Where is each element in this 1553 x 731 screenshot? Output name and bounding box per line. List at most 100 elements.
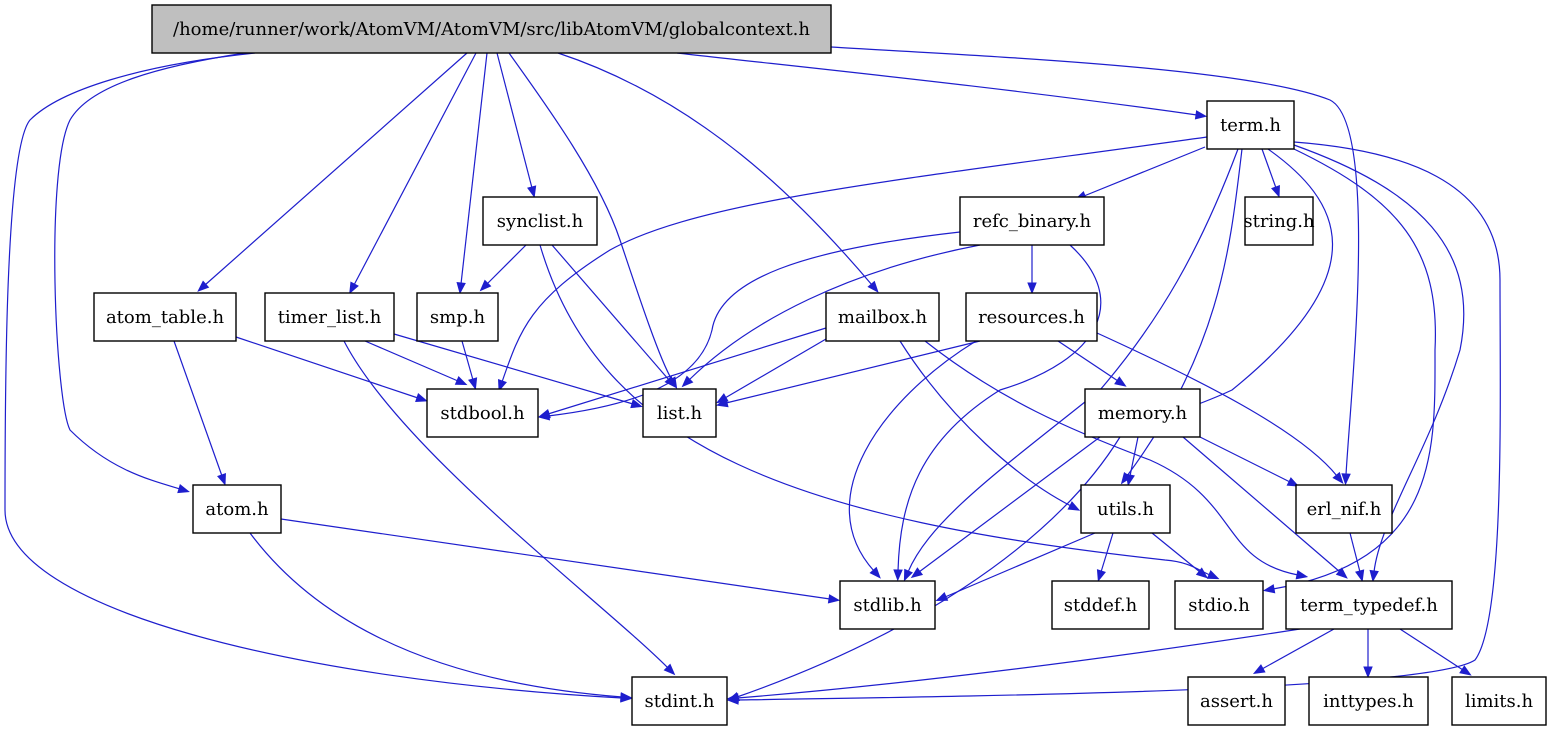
edge-globalcontext-to-stdint <box>4 52 633 703</box>
edge-memory-to-stdlib <box>910 436 1101 579</box>
edge-term-to-refc_binary <box>1074 146 1206 200</box>
node-stddef[interactable]: stddef.h <box>1051 580 1150 630</box>
node-label: term_typedef.h <box>1300 595 1438 616</box>
arrowhead <box>468 377 478 390</box>
arrowhead <box>1067 501 1081 511</box>
edge-term-to-stdio <box>1262 148 1437 594</box>
arrowhead <box>217 472 226 486</box>
node-stdlib[interactable]: stdlib.h <box>839 580 936 630</box>
edge-mailbox-to-utils <box>899 340 1081 511</box>
edge-term_typedef-to-stdint <box>726 628 1301 703</box>
arrowhead <box>1355 569 1365 583</box>
node-label: stdint.h <box>645 691 715 712</box>
node-box <box>1084 388 1201 438</box>
edge-mailbox-to-term_typedef <box>924 340 1309 580</box>
edge-term_typedef-to-inttypes <box>1363 629 1373 679</box>
node-atom-table[interactable]: atom_table.h <box>93 292 237 342</box>
node-string[interactable]: string.h <box>1243 196 1315 246</box>
node-box <box>151 4 832 54</box>
node-label: stdlib.h <box>853 595 922 616</box>
node-utils[interactable]: utils.h <box>1080 484 1171 534</box>
arrowhead <box>415 393 428 403</box>
node-box <box>416 292 499 342</box>
node-label: inttypes.h <box>1323 691 1414 712</box>
arrowhead <box>867 280 879 293</box>
node-box <box>1295 484 1393 534</box>
node-limits[interactable]: limits.h <box>1451 676 1547 726</box>
node-box <box>839 580 936 630</box>
edge-term-to-string <box>1261 148 1280 198</box>
arrowhead <box>197 280 210 292</box>
node-label: mailbox.h <box>838 307 928 328</box>
edge-utils-to-stdio <box>1151 532 1209 579</box>
node-stdint[interactable]: stdint.h <box>631 676 728 726</box>
arrowhead <box>1125 473 1135 487</box>
arrowhead <box>1341 473 1351 486</box>
edge-erl_nif-to-term_typedef <box>1349 532 1365 583</box>
node-box <box>1174 580 1264 630</box>
edge-term_typedef-to-assert <box>1252 628 1335 675</box>
node-box <box>642 388 717 438</box>
node-box <box>264 292 395 342</box>
node-stdbool[interactable]: stdbool.h <box>426 388 539 438</box>
node-box <box>1206 100 1295 150</box>
node-box <box>631 676 728 726</box>
node-resources[interactable]: resources.h <box>965 292 1098 342</box>
edge-atom_table-to-stdbool <box>235 336 428 403</box>
arrowhead <box>663 663 676 676</box>
node-erl-nif[interactable]: erl_nif.h <box>1295 484 1393 534</box>
edge-globalcontext-to-erl_nif <box>830 46 1360 486</box>
edge-memory-to-term_typedef <box>1182 436 1348 579</box>
node-synclist[interactable]: synclist.h <box>482 196 598 246</box>
edge-resources-to-stdlib <box>848 340 977 579</box>
node-inttypes[interactable]: inttypes.h <box>1308 676 1429 726</box>
node-list[interactable]: list.h <box>642 388 717 438</box>
arrowhead <box>527 185 537 199</box>
edge-timer_list-to-stdint <box>343 340 676 676</box>
node-timer-list[interactable]: timer_list.h <box>264 292 395 342</box>
node-box <box>1285 580 1453 630</box>
edge-synclist-to-list <box>551 244 676 388</box>
node-refc-binary[interactable]: refc_binary.h <box>959 196 1105 246</box>
edge-globalcontext-to-atom_table <box>197 52 468 292</box>
arrowhead <box>1335 567 1348 579</box>
arrowhead <box>1459 665 1472 676</box>
node-box <box>959 196 1105 246</box>
arrowhead <box>538 409 551 419</box>
arrowhead <box>1271 184 1280 198</box>
arrowhead <box>869 566 881 579</box>
graph-nodes: /home/runner/work/AtomVM/AtomVM/src/libA… <box>93 4 1547 726</box>
node-box <box>93 292 237 342</box>
edge-smp-to-stdbool <box>461 340 478 390</box>
node-smp[interactable]: smp.h <box>416 292 499 342</box>
edge-term_typedef-to-limits <box>1399 628 1472 676</box>
edge-atom_table-to-atom <box>173 340 226 486</box>
arrowhead <box>910 567 924 579</box>
node-label: string.h <box>1243 211 1315 232</box>
node-label: resources.h <box>978 307 1085 328</box>
node-term-typedef[interactable]: term_typedef.h <box>1285 580 1453 630</box>
arrowhead <box>177 484 190 494</box>
node-assert[interactable]: assert.h <box>1187 676 1286 726</box>
node-box <box>1244 196 1314 246</box>
arrowhead <box>1295 570 1309 580</box>
node-atom[interactable]: atom.h <box>192 484 282 534</box>
node-term[interactable]: term.h <box>1206 100 1295 150</box>
node-label: utils.h <box>1097 499 1154 520</box>
node-stdio[interactable]: stdio.h <box>1174 580 1264 630</box>
arrowhead <box>681 375 694 388</box>
arrowhead <box>715 398 729 408</box>
node-box <box>1187 676 1286 726</box>
node-box <box>1451 676 1547 726</box>
node-box <box>965 292 1098 342</box>
node-mailbox[interactable]: mailbox.h <box>825 292 940 342</box>
node-memory[interactable]: memory.h <box>1084 388 1201 438</box>
edge-memory-to-erl_nif <box>1199 436 1300 487</box>
arrowhead <box>1027 282 1037 295</box>
node-box <box>192 484 282 534</box>
arrowhead <box>454 376 468 386</box>
arrowhead <box>1262 584 1276 594</box>
node-label: stdbool.h <box>440 403 525 424</box>
edge-refc_binary-to-resources <box>1027 245 1037 295</box>
node-box <box>1051 580 1150 630</box>
